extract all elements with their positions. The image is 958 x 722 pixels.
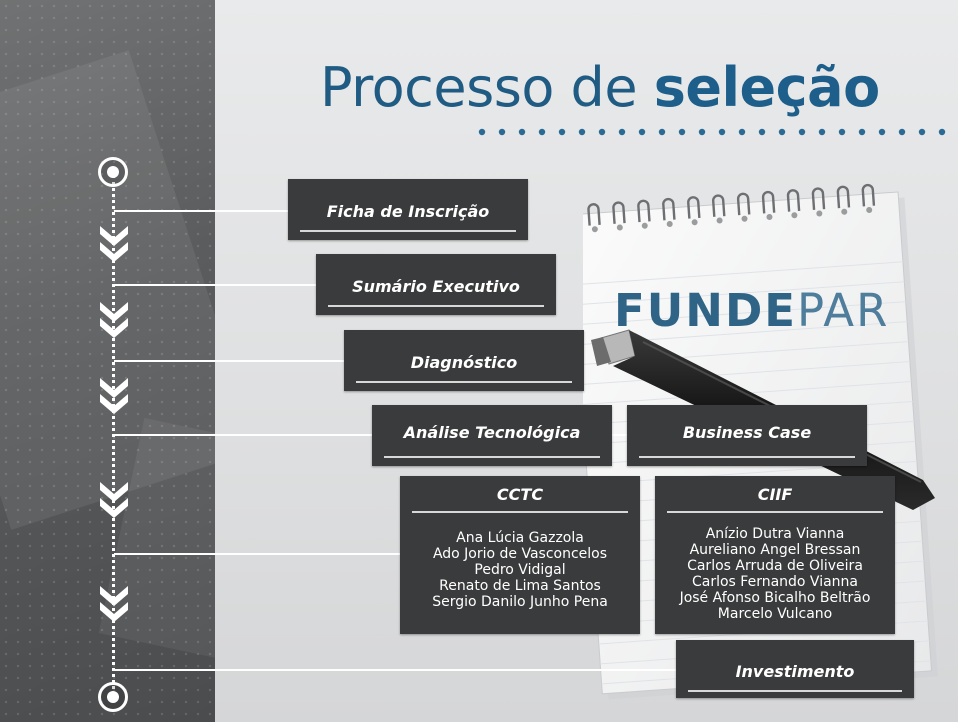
title-bold: seleção xyxy=(653,56,880,119)
timeline-connector xyxy=(114,553,402,555)
cctc-members: Ana Lúcia Gazzola Ado Jorio de Vasconcel… xyxy=(400,530,640,610)
ciif-member: José Afonso Bicalho Beltrão xyxy=(679,590,871,606)
double-chevron-down-icon xyxy=(100,226,128,262)
step-analise-label: Análise Tecnológica xyxy=(403,423,581,442)
timeline-ring-icon xyxy=(98,682,128,712)
cctc-member: Ado Jorio de Vasconcelos xyxy=(432,546,608,562)
step-business-box: Business Case xyxy=(627,405,867,466)
double-chevron-down-icon xyxy=(100,482,128,518)
timeline-connector xyxy=(612,434,628,436)
ciif-member: Carlos Fernando Vianna xyxy=(691,574,858,590)
ciif-member: Anízio Dutra Vianna xyxy=(705,526,845,542)
step-underline xyxy=(328,305,544,307)
step-underline xyxy=(300,230,516,232)
cctc-title: CCTC xyxy=(496,485,544,504)
cctc-member: Sergio Danilo Junho Pena xyxy=(432,594,608,610)
step-analise-box: Análise Tecnológica xyxy=(372,405,612,466)
timeline-dotted-line xyxy=(112,175,115,695)
timeline-connector xyxy=(114,434,372,436)
timeline-connector xyxy=(114,284,316,286)
step-diagnostico-box: Diagnóstico xyxy=(344,330,584,391)
ciif-member: Carlos Arruda de Oliveira xyxy=(687,558,863,574)
ciif-underline xyxy=(667,511,883,513)
timeline-connector xyxy=(114,669,676,671)
cctc-member: Ana Lúcia Gazzola xyxy=(456,530,584,546)
page-title: Processo de seleção xyxy=(320,55,880,121)
step-investimento-box: Investimento xyxy=(676,640,914,698)
logo-part1: FUNDE xyxy=(614,284,798,337)
timeline-connector xyxy=(114,210,288,212)
step-ficha-label: Ficha de Inscrição xyxy=(326,202,490,221)
title-prefix: Processo de xyxy=(320,56,638,119)
step-ficha-box: Ficha de Inscrição xyxy=(288,179,528,240)
cctc-member: Renato de Lima Santos xyxy=(439,578,601,594)
cctc-box: CCTC Ana Lúcia Gazzola Ado Jorio de Vasc… xyxy=(400,476,640,634)
cctc-underline xyxy=(412,511,628,513)
double-chevron-down-icon xyxy=(100,378,128,414)
step-underline xyxy=(384,456,600,458)
step-sumario-box: Sumário Executivo xyxy=(316,254,556,315)
timeline-connector xyxy=(114,360,344,362)
title-dotted-rule xyxy=(478,128,946,136)
ciif-member: Marcelo Vulcano xyxy=(717,606,833,622)
cctc-member: Pedro Vidigal xyxy=(474,562,566,578)
ciif-member: Aureliano Angel Bressan xyxy=(689,542,861,558)
step-underline xyxy=(688,690,902,692)
double-chevron-down-icon xyxy=(100,302,128,338)
step-underline xyxy=(639,456,855,458)
ciif-box: CIIF Anízio Dutra Vianna Aureliano Angel… xyxy=(655,476,895,634)
fundepar-logo: FUNDEPAR xyxy=(614,285,889,337)
step-diagnostico-label: Diagnóstico xyxy=(410,353,518,372)
step-business-label: Business Case xyxy=(682,423,812,442)
logo-part2: PAR xyxy=(797,284,890,337)
step-sumario-label: Sumário Executivo xyxy=(352,277,520,296)
step-investimento-label: Investimento xyxy=(735,662,855,681)
ciif-members: Anízio Dutra Vianna Aureliano Angel Bres… xyxy=(655,526,895,622)
timeline-ring-icon xyxy=(98,157,128,187)
double-chevron-down-icon xyxy=(100,586,128,622)
step-underline xyxy=(356,381,572,383)
ciif-title: CIIF xyxy=(757,485,793,504)
